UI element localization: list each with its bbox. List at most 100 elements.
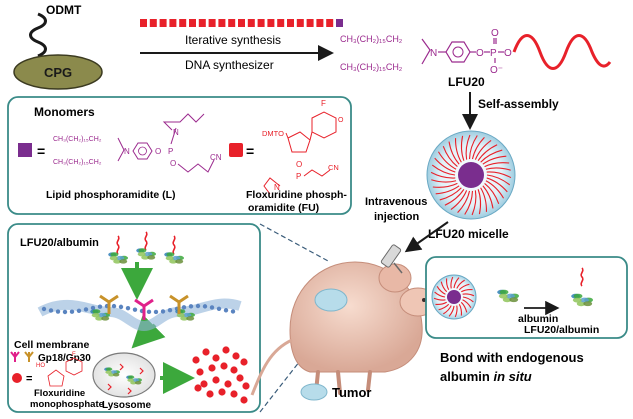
- lipid-monomer-label: Lipid phosphoramidite (L): [46, 189, 176, 201]
- micelle-strand: [464, 190, 474, 215]
- fu-cn: CN: [328, 163, 339, 172]
- micelle-strand: [480, 149, 503, 163]
- chain-monomer-fu: [208, 19, 216, 27]
- receptor-label: Gp18/Gp30: [38, 353, 91, 364]
- protein-domain: [138, 248, 147, 253]
- lipid-head: [181, 305, 187, 310]
- micelle-strand: [448, 141, 460, 165]
- micelle-strand: [477, 144, 498, 161]
- protein-domain: [572, 297, 582, 303]
- micelle-strand: [460, 301, 468, 313]
- lipid-monomer-swatch: [18, 143, 32, 157]
- fu-p: P: [296, 172, 301, 181]
- lipid-head: [69, 309, 75, 314]
- gp18-icon: [10, 351, 20, 362]
- released-fmp: [192, 356, 200, 364]
- protein-domain: [127, 375, 135, 379]
- lipid-head: [97, 304, 103, 309]
- lipid-head: [76, 308, 82, 313]
- micelle-strand: [445, 278, 450, 290]
- dna-wave: [512, 34, 612, 70]
- protein-domain: [101, 316, 110, 321]
- micelle-strand: [485, 180, 505, 199]
- protein-domain: [141, 255, 150, 260]
- tumor-legend-swatch: [300, 383, 328, 401]
- gp30-icon: [24, 351, 34, 362]
- released-fmp: [212, 354, 220, 362]
- protein-domain: [573, 293, 583, 299]
- iv-label-1: Intravenous: [365, 196, 427, 208]
- lipid-head: [195, 303, 201, 309]
- fu-base-oxygen: O: [338, 117, 344, 124]
- chain-monomer-fu: [169, 19, 177, 27]
- monomers-title: Monomers: [34, 105, 95, 119]
- micelle-strand: [431, 164, 456, 176]
- released-fmp: [230, 366, 238, 374]
- micelle-strand: [465, 134, 471, 160]
- lfu20-strand: [116, 235, 120, 255]
- micelle-strand: [434, 291, 446, 298]
- protein-domain: [134, 380, 142, 385]
- released-fmp: [240, 396, 248, 404]
- protein-domain: [183, 312, 192, 318]
- released-fmp: [194, 384, 202, 392]
- micelle-strand: [439, 187, 462, 201]
- protein-domain: [92, 309, 101, 314]
- albumin-label: albumin: [518, 313, 558, 325]
- released-fmp: [218, 388, 226, 396]
- syringe-icon: [380, 244, 403, 274]
- monomers-equals-2: =: [246, 143, 254, 159]
- chain-monomer-fu: [198, 19, 206, 27]
- synthesis-step-2: DNA synthesizer: [185, 58, 274, 72]
- protein-domain: [180, 316, 189, 321]
- chain-monomer-fu: [326, 19, 334, 27]
- protein-domain: [509, 297, 519, 303]
- micelle-strand: [486, 177, 508, 193]
- micelle-strand: [482, 185, 494, 209]
- released-fmp: [240, 358, 248, 366]
- micelle-strand: [462, 293, 475, 297]
- lipid-head: [48, 308, 54, 313]
- fu-n: N: [274, 183, 280, 192]
- tumor-legend-label: Tumor: [332, 385, 371, 400]
- lipid-monomer-n2: N: [173, 128, 179, 137]
- released-fmp: [202, 348, 210, 356]
- released-fmp: [220, 362, 228, 370]
- lfu20-strand: [144, 231, 148, 251]
- protein-domain: [506, 293, 515, 299]
- fu-sugar-ring: [287, 131, 311, 153]
- fu-fluorine: F: [321, 99, 326, 108]
- micelle-strand: [433, 297, 446, 301]
- fmp-base: [65, 357, 83, 376]
- lipid-monomer-ring: [132, 142, 153, 160]
- chain-monomer-fu: [296, 19, 304, 27]
- chain-monomer-fu: [277, 19, 285, 27]
- lysosome-content: [104, 363, 144, 395]
- iv-label-2: injection: [374, 211, 420, 223]
- lysosome: [92, 352, 156, 398]
- cpg-label: CPG: [44, 65, 72, 80]
- protein-domain: [110, 252, 119, 257]
- oxygen-atom-double: O: [491, 28, 499, 39]
- micelle-strand: [432, 182, 458, 188]
- lipid-chain-upper: CH₃(CH₂)₁₅CH₂: [340, 34, 403, 44]
- micelle-strand: [444, 189, 465, 206]
- micelle-strand: [450, 190, 468, 211]
- micelle-strand: [482, 155, 507, 165]
- protein-domain: [176, 312, 185, 318]
- micelle-strand: [454, 138, 462, 163]
- monomers-equals-1: =: [37, 143, 45, 159]
- lysosome-fragment: [127, 387, 132, 395]
- chain-monomer-fu: [306, 19, 314, 27]
- protein-domain: [95, 316, 104, 321]
- protein-domain: [583, 301, 593, 307]
- nitrogen-atom: N: [430, 48, 437, 59]
- lfu20-label: LFU20: [448, 75, 485, 89]
- micelle-strand: [430, 171, 456, 179]
- micelle-strand: [458, 283, 470, 291]
- released-fmp: [222, 346, 230, 354]
- lipid-head: [216, 306, 222, 312]
- protein-domain: [499, 289, 509, 295]
- cell-membrane: [37, 298, 242, 332]
- lipid-head: [90, 305, 96, 311]
